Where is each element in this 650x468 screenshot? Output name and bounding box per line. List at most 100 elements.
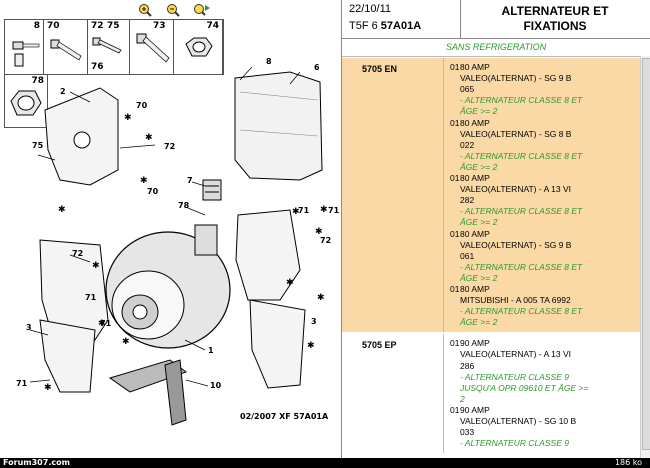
part-text: ÂGE >= 2 xyxy=(460,161,498,172)
column-divider xyxy=(443,58,444,333)
callout-8: 8 xyxy=(266,57,272,66)
callout-72b: 72 xyxy=(72,249,83,258)
page-title: ALTERNATEUR ET FIXATIONS xyxy=(460,4,650,34)
svg-text:✱: ✱ xyxy=(140,176,148,186)
part-text: - ALTERNATEUR CLASSE 9 xyxy=(460,438,569,449)
part-cell-78[interactable]: 78 xyxy=(4,74,48,128)
title-line-1: ALTERNATEUR ET xyxy=(501,4,609,18)
part-condition-note: JUSQU'A OPR 09610 ET ÂGE >= xyxy=(450,383,588,393)
part-text: 022 xyxy=(460,139,475,150)
part-number: 78 xyxy=(31,76,44,86)
part-number: 76 xyxy=(91,62,104,72)
part-text: VALEO(ALTERNAT) - A 13 VI xyxy=(460,184,572,195)
callout-3b: 3 xyxy=(311,317,317,326)
part-description-line: VALEO(ALTERNAT) - SG 9 B xyxy=(450,240,571,250)
header-meta: 22/10/11 T5F 6 57A01A xyxy=(342,0,461,38)
svg-text:✱: ✱ xyxy=(124,113,132,123)
part-text: 80 AMP xyxy=(460,117,490,128)
callout-3a: 3 xyxy=(26,323,32,332)
vertical-scrollbar[interactable] xyxy=(640,56,650,458)
part-number: 73 xyxy=(153,21,166,31)
part-quantity: 01 xyxy=(450,117,460,128)
part-description-line: 0180 AMP xyxy=(450,118,490,128)
part-cell-72[interactable]: 72 75 76 xyxy=(87,20,130,74)
part-condition-note: ÂGE >= 2 xyxy=(450,317,497,327)
part-description-line: 0190 AMP xyxy=(450,405,490,415)
callout-72: 72 xyxy=(164,142,175,151)
part-quantity: 01 xyxy=(450,284,460,294)
part-description-line: 282 xyxy=(450,195,474,205)
part-number: 74 xyxy=(206,21,219,31)
variant-subheader: SANS REFRIGERATION xyxy=(342,39,650,57)
part-description-line: VALEO(ALTERNAT) - SG 9 B xyxy=(450,73,571,83)
part-condition-note: - ALTERNATEUR CLASSE 9 xyxy=(450,372,569,382)
part-quantity: 01 xyxy=(450,404,460,415)
zoom-reset-icon[interactable] xyxy=(193,2,210,16)
callout-1: 1 xyxy=(208,346,214,355)
part-reference-code[interactable]: 5705 EN xyxy=(362,64,398,74)
part-condition-note: ÂGE >= 2 xyxy=(450,217,497,227)
part-condition-note: - ALTERNATEUR CLASSE 8 ET xyxy=(450,206,582,216)
large-nut-icon xyxy=(10,90,42,116)
part-cell-70[interactable]: 70 xyxy=(43,20,88,74)
part-quantity: 01 xyxy=(450,173,460,183)
callout-6: 6 xyxy=(314,63,320,72)
callout-70b: 70 xyxy=(147,187,159,196)
part-description-line: 061 xyxy=(450,251,474,261)
header-code-prefix: T5F 6 xyxy=(349,20,381,32)
bolt-icon xyxy=(12,41,40,67)
part-condition-note: - ALTERNATEUR CLASSE 8 ET xyxy=(450,95,582,105)
part-text: VALEO(ALTERNAT) - SG 8 B xyxy=(460,128,572,139)
part-text: 065 xyxy=(460,84,475,95)
part-text: ÂGE >= 2 xyxy=(460,272,498,283)
callout-70: 70 xyxy=(136,101,148,110)
part-description-line: 0180 AMP xyxy=(450,284,490,294)
part-description-line: 0190 AMP xyxy=(450,338,490,348)
svg-text:✱: ✱ xyxy=(145,133,153,143)
part-text: 2 xyxy=(460,393,465,404)
file-size: 186 ko xyxy=(614,458,642,467)
part-description-line: 0180 AMP xyxy=(450,62,490,72)
part-text: 80 AMP xyxy=(460,228,490,239)
part-text: - ALTERNATEUR CLASSE 8 ET xyxy=(460,306,583,317)
part-description-line: MITSUBISHI - A 005 TA 6992 xyxy=(450,295,571,305)
part-text: VALEO(ALTERNAT) - SG 9 B xyxy=(460,73,572,84)
part-condition-note: - ALTERNATEUR CLASSE 8 ET xyxy=(450,306,582,316)
part-text: 80 AMP xyxy=(460,173,490,183)
part-description-line: VALEO(ALTERNAT) - SG 8 B xyxy=(450,129,571,139)
header-reference: T5F 6 57A01A xyxy=(349,20,421,32)
part-condition-note: - ALTERNATEUR CLASSE 9 xyxy=(450,438,569,448)
part-number: 70 xyxy=(47,21,60,31)
part-reference-code[interactable]: 5705 EP xyxy=(362,340,397,351)
stud-icon xyxy=(92,37,122,54)
part-condition-note: - ALTERNATEUR CLASSE 8 ET xyxy=(450,262,582,272)
svg-text:✱: ✱ xyxy=(98,319,106,329)
status-bar: Forum307.com 186 ko xyxy=(0,458,650,468)
part-text: 286 xyxy=(460,360,475,371)
zoom-in-icon[interactable] xyxy=(138,2,152,17)
zoom-out-icon[interactable] xyxy=(166,2,180,17)
parts-list-panel: 22/10/11 T5F 6 57A01A ALTERNATEUR ET FIX… xyxy=(342,0,650,458)
svg-text:✱: ✱ xyxy=(44,383,52,393)
page-header: 22/10/11 T5F 6 57A01A ALTERNATEUR ET FIX… xyxy=(342,0,650,39)
part-description-line: 022 xyxy=(450,140,474,150)
part-text: 282 xyxy=(460,195,475,206)
part-cell-8[interactable]: 8 xyxy=(5,20,44,74)
nut-icon xyxy=(185,37,213,57)
part-quantity: 01 xyxy=(450,62,460,72)
part-text: 90 AMP xyxy=(460,404,490,415)
part-description-line: VALEO(ALTERNAT) - A 13 VI xyxy=(450,349,571,359)
part-text: 80 AMP xyxy=(460,62,490,72)
part-condition-note: - ALTERNATEUR CLASSE 8 ET xyxy=(450,151,582,161)
part-text: - ALTERNATEUR CLASSE 8 ET xyxy=(460,206,583,217)
part-description-line: 065 xyxy=(450,84,474,94)
scrollbar-thumb[interactable] xyxy=(642,58,650,450)
part-cell-74[interactable]: 74 xyxy=(173,19,223,75)
part-text: ÂGE >= 2 xyxy=(460,217,498,228)
callout-10: 10 xyxy=(210,381,222,390)
exploded-view-diagram: 2 70 8 6 72 70 75 7 78 71 72 71 71 72 3 … xyxy=(16,57,340,426)
callout-71a: 71 xyxy=(298,206,310,215)
part-text: - ALTERNATEUR CLASSE 8 ET xyxy=(460,95,583,106)
